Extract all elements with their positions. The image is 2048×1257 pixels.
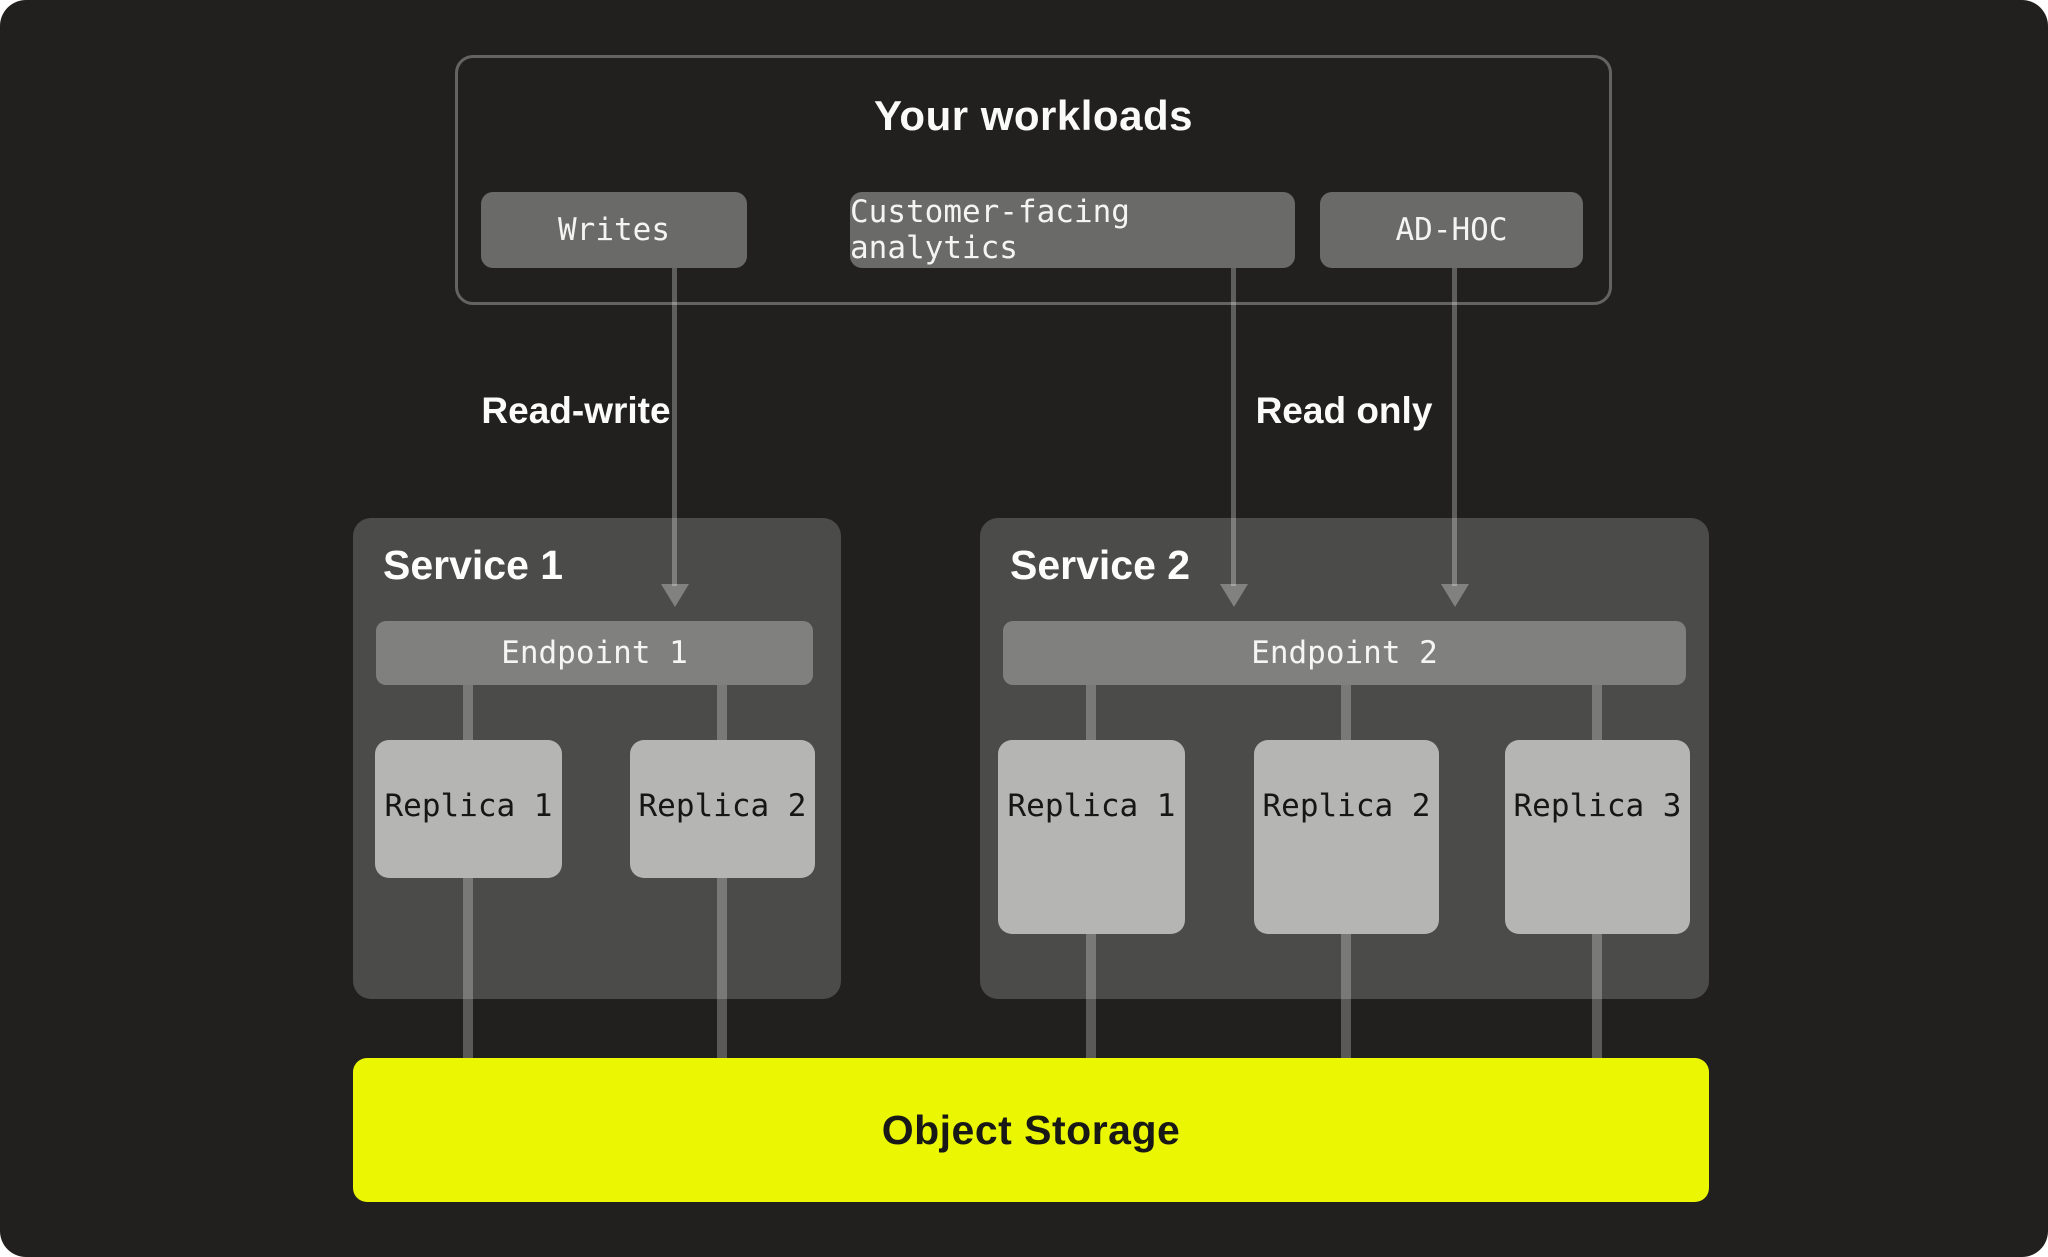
endpoint-1-bar: Endpoint 1 [376,621,813,685]
workloads-title: Your workloads [874,92,1193,139]
arrow-down-icon [1220,584,1248,607]
object-storage-bar: Object Storage [353,1058,1709,1202]
arrow-analytics-to-endpoint2-line [1231,268,1236,586]
arrow-writes-to-endpoint1-line [672,268,677,586]
endpoint-1-label: Endpoint 1 [501,635,688,671]
service-2-replica-3-card: Replica 3 [1505,740,1690,934]
service-2-replica-2-card: Replica 2 [1254,740,1439,934]
workload-node-analytics-label: Customer-facing analytics [850,194,1130,266]
service-1-replica-1-card: Replica 1 [375,740,562,878]
endpoint-2-label: Endpoint 2 [1251,635,1438,671]
edge-label-read-only: Read only [1255,390,1433,431]
workload-node-analytics: Customer-facing analytics [850,192,1295,268]
workload-node-adhoc: AD-HOC [1320,192,1583,268]
service-1-replica-2-card: Replica 2 [630,740,815,878]
workloads-group-box [455,55,1612,305]
arrow-down-icon [661,584,689,607]
object-storage-label: Object Storage [881,1106,1181,1153]
edge-label-read-write: Read-write [481,390,671,431]
arrow-down-icon [1441,584,1469,607]
workload-node-adhoc-label: AD-HOC [1395,212,1508,248]
service-2-title: Service 2 [1010,542,1191,588]
workload-node-writes-label: Writes [558,212,670,248]
endpoint-2-bar: Endpoint 2 [1003,621,1686,685]
arrow-adhoc-to-endpoint2-line [1452,268,1457,586]
workload-node-writes: Writes [481,192,747,268]
service-2-replica-1-card: Replica 1 [998,740,1185,934]
service-1-title: Service 1 [383,542,564,588]
